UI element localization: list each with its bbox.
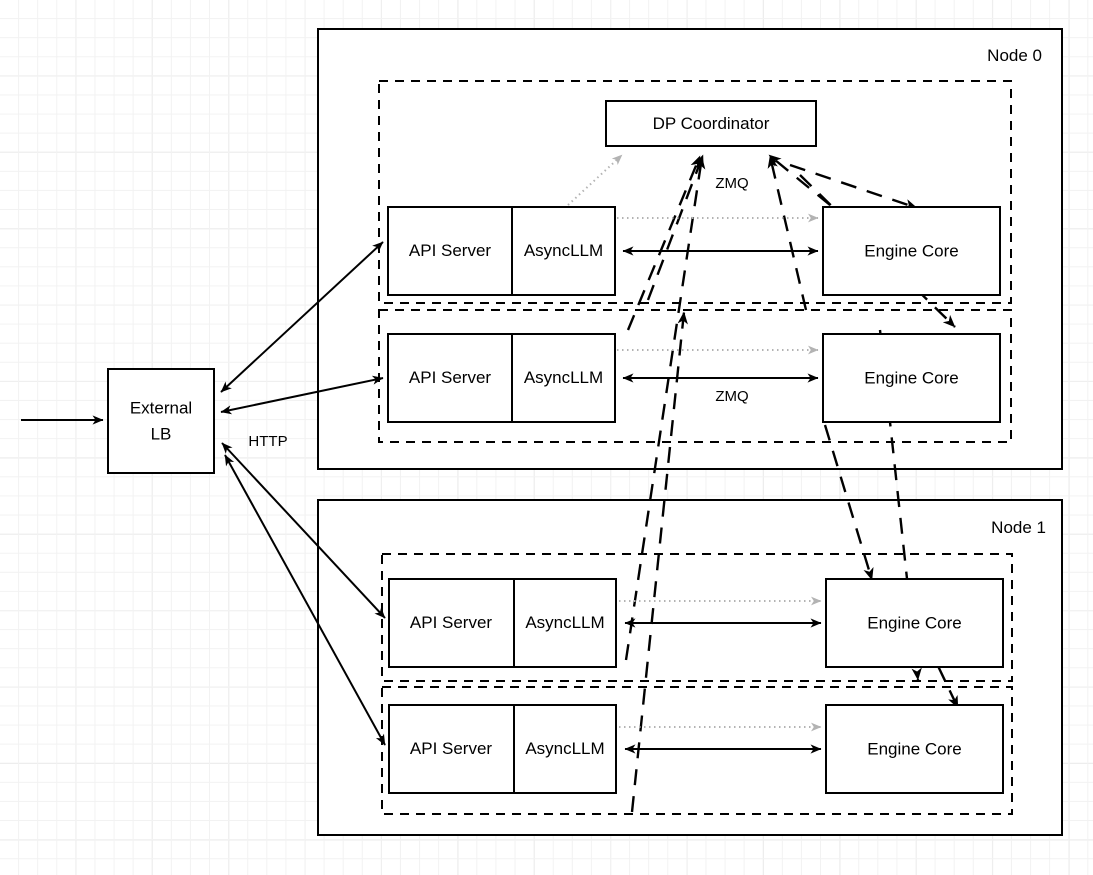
- api-server-label: API Server: [409, 368, 492, 387]
- api-server-label: API Server: [409, 241, 492, 260]
- node-0-group-1: API Server AsyncLLM Engine Core ZMQ: [387, 333, 1001, 423]
- dp-coordinator-node[interactable]: DP Coordinator: [605, 100, 817, 147]
- node-1-group-1-box: [381, 686, 1013, 815]
- zmq-label-node0-coordinator: ZMQ: [715, 175, 748, 192]
- engine-core-label: Engine Core: [867, 739, 962, 758]
- asyncllm-label: AsyncLLM: [524, 241, 603, 260]
- edge-lb-to-api-server-n0g0: [220, 241, 384, 393]
- api-server-asyncllm-unit-n1g0[interactable]: API Server AsyncLLM: [388, 578, 617, 668]
- engine-core-n0g1[interactable]: Engine Core: [822, 333, 1001, 423]
- external-lb-label-line1: External: [130, 398, 192, 417]
- edge-n1-core0-to-core1: [936, 665, 960, 709]
- engine-core-n1g1[interactable]: Engine Core: [825, 704, 1004, 794]
- api-server-label: API Server: [410, 739, 493, 758]
- node-1-group-1: API Server AsyncLLM Engine Core: [388, 704, 1004, 794]
- engine-core-n1g0[interactable]: Engine Core: [825, 578, 1004, 668]
- asyncllm-label: AsyncLLM: [525, 613, 604, 632]
- asyncllm-label: AsyncLLM: [524, 368, 603, 387]
- dp-coordinator-label: DP Coordinator: [653, 114, 770, 133]
- edge-asyncllm0-to-coordinator-dotted: [567, 154, 623, 206]
- edge-lb-to-api-server-n1g1: [224, 454, 386, 746]
- edge-n0-core0-to-coordinator: [768, 154, 831, 206]
- edge-n0-group1-to-coordinator: [626, 155, 702, 331]
- node-1-label: Node 1: [991, 518, 1046, 537]
- node-0-group-0: API Server AsyncLLM Engine Core: [387, 206, 1001, 296]
- external-lb-label-line2: LB: [151, 424, 172, 443]
- edge-n1-group0-to-coordinator: [624, 156, 706, 661]
- engine-core-n0g0[interactable]: Engine Core: [822, 206, 1001, 296]
- node-0-group-0-box: [378, 80, 1012, 304]
- edge-n1-group1-to-coordinator: [630, 311, 688, 813]
- node-0-label: Node 0: [987, 46, 1042, 65]
- external-lb-node[interactable]: External LB: [107, 368, 215, 474]
- asyncllm-label: AsyncLLM: [525, 739, 604, 758]
- api-server-label: API Server: [410, 613, 493, 632]
- edge-lb-to-api-server-n0g1: [220, 375, 384, 415]
- engine-core-label: Engine Core: [864, 241, 959, 260]
- api-server-asyncllm-unit-n0g1[interactable]: API Server AsyncLLM: [387, 333, 616, 423]
- node-1-group-0-box: [381, 553, 1013, 682]
- api-server-asyncllm-unit-n0g0[interactable]: API Server AsyncLLM: [387, 206, 616, 296]
- engine-core-label: Engine Core: [867, 613, 962, 632]
- engine-core-label: Engine Core: [864, 368, 959, 387]
- http-label: HTTP: [248, 433, 287, 450]
- node-1-group-0: API Server AsyncLLM Engine Core: [388, 578, 1004, 668]
- edge-coordinator-to-n0-core0: [789, 163, 918, 210]
- api-server-asyncllm-unit-n1g1[interactable]: API Server AsyncLLM: [388, 704, 617, 794]
- zmq-label-node0-group1: ZMQ: [715, 388, 748, 405]
